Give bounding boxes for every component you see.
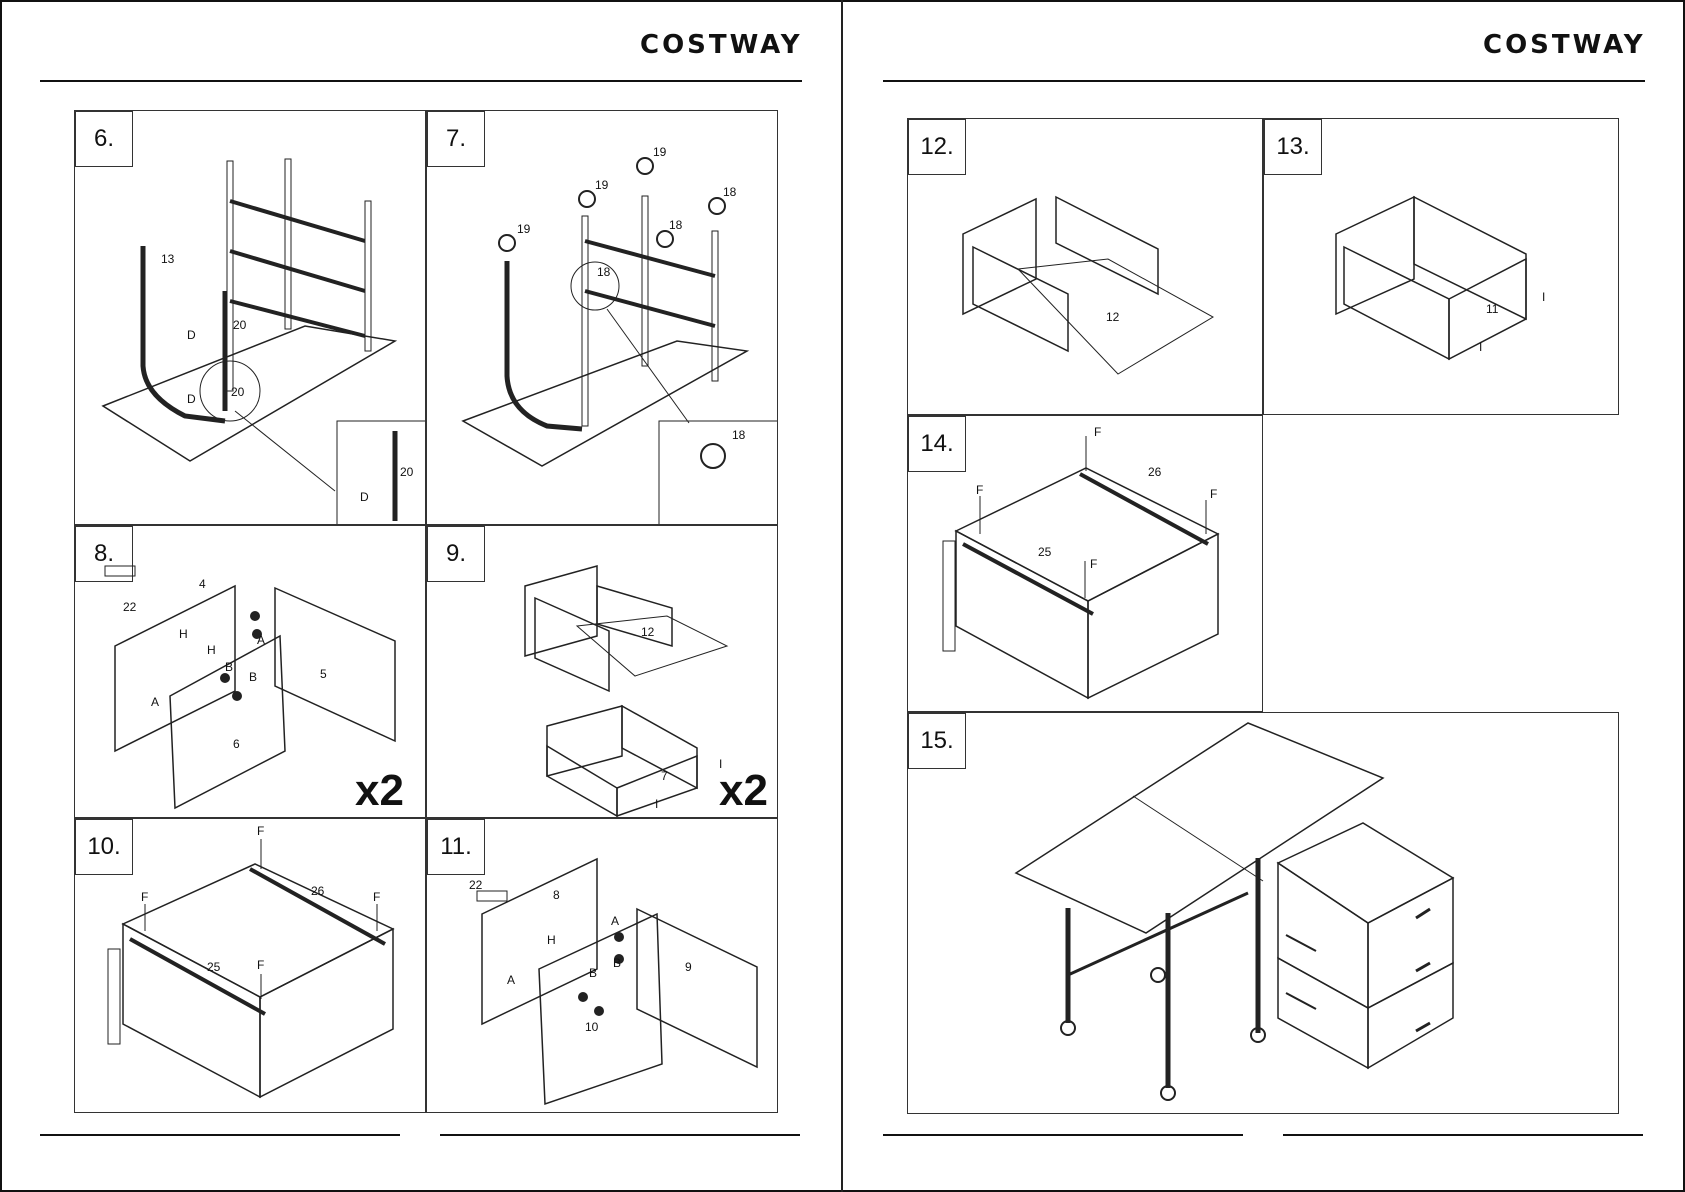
header-rule xyxy=(883,80,1645,82)
part-label: 26 xyxy=(311,884,325,898)
part-label: 8 xyxy=(553,888,560,902)
part-label: 19 xyxy=(517,222,531,236)
step-7-panel: 7. 19 19 19 18 18 18 18 xyxy=(426,110,778,525)
part-label: 20 xyxy=(233,318,247,332)
part-label: 4 xyxy=(199,577,206,591)
part-label: F xyxy=(141,890,148,904)
part-label: F xyxy=(1094,425,1101,439)
right-page: COSTWAY 12. 12 13. 11 I I 14. xyxy=(843,0,1685,1192)
multiplier-label: x2 xyxy=(355,766,404,816)
part-label: 18 xyxy=(669,218,683,232)
step-10-panel: 10. F 26 F F 25 F xyxy=(74,818,426,1113)
step-13-diagram: 11 I I xyxy=(1264,119,1619,415)
step-10-diagram: F 26 F F 25 F xyxy=(75,819,426,1113)
part-label: D xyxy=(187,328,196,342)
part-label: F xyxy=(1210,487,1217,501)
brand-logo: COSTWAY xyxy=(1483,30,1646,60)
part-label: F xyxy=(373,890,380,904)
part-label: H xyxy=(547,933,556,947)
step-15-diagram xyxy=(908,713,1619,1114)
part-label: 9 xyxy=(685,960,692,974)
step-15-panel: 15. xyxy=(907,712,1619,1114)
header-rule xyxy=(40,80,802,82)
part-label: H xyxy=(179,627,188,641)
part-label: 6 xyxy=(233,737,240,751)
part-label: I xyxy=(655,797,658,811)
left-page: COSTWAY 6. 13 D 20 D 20 20 D xyxy=(0,0,842,1192)
part-label: A xyxy=(257,633,265,647)
part-label: D xyxy=(187,392,196,406)
step-11-panel: 11. 22 8 H A A B B 9 10 xyxy=(426,818,778,1113)
part-label: 10 xyxy=(585,1020,599,1034)
part-label: 22 xyxy=(123,600,137,614)
part-label: B xyxy=(225,660,233,674)
step-6-diagram: 13 D 20 D 20 20 D xyxy=(75,111,426,525)
part-label: B xyxy=(589,966,597,980)
part-label: 26 xyxy=(1148,465,1162,479)
brand-logo: COSTWAY xyxy=(640,30,803,60)
step-7-diagram: 19 19 19 18 18 18 18 xyxy=(427,111,778,525)
footer-rule xyxy=(883,1134,1243,1136)
part-label: 19 xyxy=(595,178,609,192)
step-12-diagram: 12 xyxy=(908,119,1263,415)
part-label: 25 xyxy=(1038,545,1052,559)
part-label: A xyxy=(611,914,619,928)
step-9-panel: 9. 12 7 I I x2 xyxy=(426,525,778,818)
part-label: H xyxy=(207,643,216,657)
part-label: F xyxy=(257,824,264,838)
part-label: A xyxy=(151,695,159,709)
step-14-panel: 14. F 26 F F 25 F xyxy=(907,415,1263,712)
part-label: 5 xyxy=(320,667,327,681)
part-label: 13 xyxy=(161,252,175,266)
part-label: D xyxy=(360,490,369,504)
part-label: F xyxy=(1090,557,1097,571)
part-label: B xyxy=(249,670,257,684)
footer-rule xyxy=(440,1134,800,1136)
empty-panel xyxy=(1263,415,1619,712)
part-label: 18 xyxy=(732,428,746,442)
part-label: F xyxy=(976,483,983,497)
part-label: 25 xyxy=(207,960,221,974)
step-11-diagram: 22 8 H A A B B 9 10 xyxy=(427,819,778,1113)
footer-rule xyxy=(1283,1134,1643,1136)
part-label: 7 xyxy=(661,769,668,783)
part-label: 20 xyxy=(400,465,414,479)
footer-rule xyxy=(40,1134,400,1136)
step-6-panel: 6. 13 D 20 D 20 20 D xyxy=(74,110,426,525)
part-label: A xyxy=(507,973,515,987)
part-label: 18 xyxy=(597,265,611,279)
part-label: 20 xyxy=(231,385,245,399)
part-label: 11 xyxy=(1486,302,1499,316)
part-label: 12 xyxy=(641,625,655,639)
part-label: 19 xyxy=(653,145,667,159)
part-label: I xyxy=(1479,340,1482,354)
part-label: F xyxy=(257,958,264,972)
part-label: B xyxy=(613,956,621,970)
part-label: 12 xyxy=(1106,310,1120,324)
multiplier-label: x2 xyxy=(719,766,768,816)
step-12-panel: 12. 12 xyxy=(907,118,1263,415)
step-14-diagram: F 26 F F 25 F xyxy=(908,416,1263,712)
step-8-panel: 8. 4 22 H H A A B B 5 6 x2 xyxy=(74,525,426,818)
part-label: I xyxy=(1542,290,1545,304)
part-label: 18 xyxy=(723,185,737,199)
step-13-panel: 13. 11 I I xyxy=(1263,118,1619,415)
part-label: 22 xyxy=(469,878,483,892)
